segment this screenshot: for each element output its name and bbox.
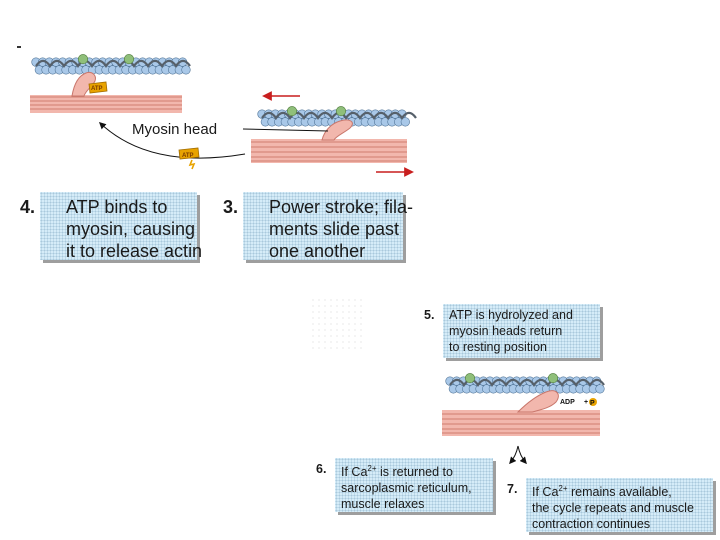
step-4-line-2: myosin, causing [66,219,196,239]
step-3-line-3: one another [269,241,366,261]
step-5-line-2: myosin heads return [449,324,563,338]
step-3-line-1: Power stroke; fila- [269,197,414,217]
myosin-head-label: Myosin head [132,121,218,138]
adp-pi-label: ADP + P [560,398,597,407]
step-7-box: 7. If Ca2+ remains available, the cycle … [507,478,713,532]
step-3-number: 3. [223,197,239,217]
step-7-line-3: contraction continues [532,517,651,532]
step-7-number: 7. [507,482,518,496]
step-6-line-2: sarcoplasmic reticulum, [341,481,472,496]
step-5-number: 5. [424,308,435,322]
step-4-line-3: it to release actin [66,241,203,261]
atp-icon-4: ATP [88,81,108,94]
step-5-line-3: to resting position [449,340,547,354]
step-6-number: 6. [316,462,327,476]
svg-text:ATP: ATP [91,86,103,92]
myosin-head-5 [516,390,559,413]
panel-3-illustration [251,91,417,177]
dotted-artifact [312,299,362,349]
step-7-line-1: If Ca2+ remains available, [532,484,672,500]
corner-mark [17,46,21,48]
myosin-head-3 [321,119,353,141]
thick-filament-3 [251,139,407,163]
actin-filament-5 [445,373,605,394]
step-7-line-2: the cycle repeats and muscle [532,501,694,516]
step-3-box: 3. Power stroke; fila- ments slide past … [223,192,414,261]
thick-filament-4 [30,95,182,113]
step-4-box: 4. ATP binds to myosin, causing it to re… [20,192,203,261]
actin-filament-3 [257,106,417,127]
step-4-number: 4. [20,197,36,217]
svg-text:+: + [584,399,588,406]
step-4-line-1: ATP binds to [66,197,168,217]
thick-filament-5 [442,410,600,436]
myosin-head-4 [71,72,96,97]
svg-text:ADP: ADP [560,399,575,406]
step-5-line-1: ATP is hydrolyzed and [449,308,573,322]
branch-arrow-to-6 [509,445,519,465]
step-6-line-1: If Ca2+ is returned to [341,464,453,480]
svg-text:ATP: ATP [182,153,194,159]
myosin-head-pointer [242,128,329,132]
actin-filament-4 [31,54,191,75]
step-6-box: 6. If Ca2+ is returned to sarcoplasmic r… [316,458,493,512]
svg-text:P: P [590,400,595,407]
panel-5-illustration: ADP + P [442,373,605,436]
branch-arrow-to-7 [517,445,527,465]
step-3-line-2: ments slide past [269,219,400,239]
panel-4-illustration: ATP [30,54,191,113]
cycle-arrow-3-to-4 [98,122,246,159]
atp-icon-cycle: ATP [178,147,200,170]
step-6-line-3: muscle relaxes [341,497,425,512]
step-5-box: 5. ATP is hydrolyzed and myosin heads re… [424,304,600,358]
